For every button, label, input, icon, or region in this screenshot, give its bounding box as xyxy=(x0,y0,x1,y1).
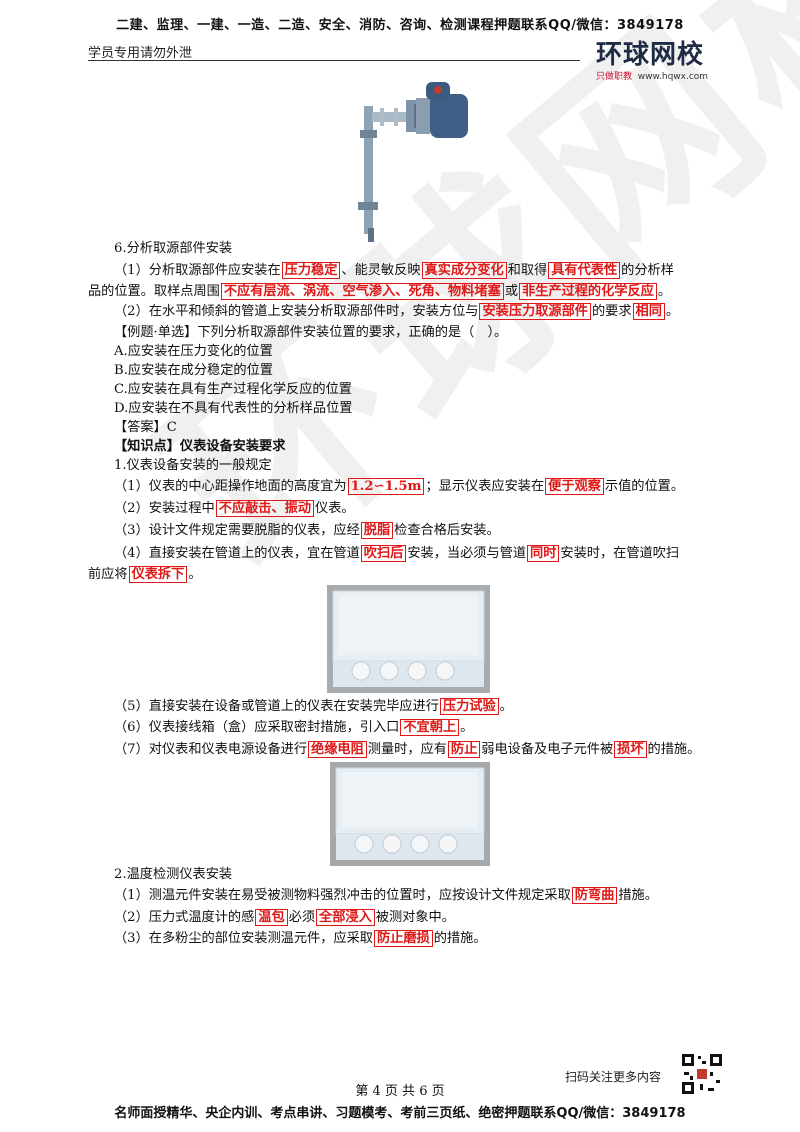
header-divider xyxy=(88,60,580,61)
scan-prompt: 扫码关注更多内容 xyxy=(565,1070,662,1084)
text: 示值的位置。 xyxy=(604,479,685,494)
text: 安装时，在管道吹扫 xyxy=(560,546,680,561)
highlight: 不应敲击、振动 xyxy=(215,500,315,517)
logo-url: www.hqwx.com xyxy=(637,72,709,82)
paragraph-line: （3）设计文件规定需要脱脂的仪表，应经脱脂检查合格后安装。 xyxy=(114,522,500,540)
text: 和取得 xyxy=(507,263,548,278)
option-a: A.应安装在压力变化的位置 xyxy=(114,344,273,359)
text: 措施。 xyxy=(618,888,658,903)
logo-sub-text: 只做职教 www.hqwx.com xyxy=(596,69,746,82)
text: 安装，当必须与管道 xyxy=(407,546,527,561)
text: 。 xyxy=(188,567,202,582)
section-title: 1.仪表设备安装的一般规定 xyxy=(114,458,272,473)
example-question: 【例题·单选】下列分析取源部件安装位置的要求，正确的是（ ）。 xyxy=(114,325,508,340)
highlight: 温包 xyxy=(255,909,288,926)
knowledge-point-title: 【知识点】仪表设备安装要求 xyxy=(114,439,286,454)
sampling-device-image xyxy=(358,82,468,242)
paragraph-line: （1）分析取源部件应安装在压力稳定、能灵敏反映真实成分变化和取得具有代表性的分析… xyxy=(114,262,674,280)
text: （6）仪表接线箱（盒）应采取密封措施，引入口 xyxy=(114,720,400,735)
text: 被测对象中。 xyxy=(375,910,455,925)
junction-box-image xyxy=(330,762,490,866)
text: （7）对仪表和仪表电源设备进行 xyxy=(114,742,308,757)
text: （1）分析取源部件应安装在 xyxy=(114,263,281,278)
highlight: 仪表拆下 xyxy=(128,566,188,583)
text: 测量时，应有 xyxy=(367,742,447,757)
header-note: 学员专用请勿外泄 xyxy=(88,46,193,61)
text: 。 xyxy=(460,720,474,735)
text: 。 xyxy=(657,284,672,299)
top-banner: 二建、监理、一建、一造、二造、安全、消防、咨询、检测课程押题联系QQ/微信：38… xyxy=(116,18,684,33)
text: 品的位置。取样点周围 xyxy=(88,284,220,299)
logo-slogan: 只做职教 xyxy=(596,72,633,82)
text: 。 xyxy=(499,699,513,714)
bottom-banner: 名师面授精华、央企内训、考点串讲、习题模考、考前三页纸、绝密押题联系QQ/微信：… xyxy=(114,1106,686,1121)
highlight: 不宜朝上 xyxy=(400,719,460,736)
paragraph-line: 前应将仪表拆下。 xyxy=(88,566,202,584)
highlight: 便于观察 xyxy=(545,478,604,495)
text: 的措施。 xyxy=(647,742,701,757)
text: （1）测温元件安装在易受被测物料强烈冲击的位置时，应按设计文件规定采取 xyxy=(114,888,571,903)
text: 检查合格后安装。 xyxy=(394,523,500,538)
highlight: 全部浸入 xyxy=(316,909,375,926)
highlight: 脱脂 xyxy=(360,522,394,539)
highlight: 防止磨损 xyxy=(373,930,433,947)
paragraph-line: （7）对仪表和仪表电源设备进行绝缘电阻测量时，应有防止弱电设备及电子元件被损坏的… xyxy=(114,741,700,759)
section-title: 6.分析取源部件安装 xyxy=(114,241,233,256)
paragraph-line: （2）安装过程中不应敲击、振动仪表。 xyxy=(114,500,355,518)
highlight: 相同 xyxy=(632,303,665,320)
highlight: 压力试验 xyxy=(439,698,499,715)
highlight: 非生产过程的化学反应 xyxy=(519,283,657,300)
highlight: 具有代表性 xyxy=(548,262,621,279)
option-c: C.应安装在具有生产过程化学反应的位置 xyxy=(114,382,352,397)
text: 的分析样 xyxy=(621,263,674,278)
text: （5）直接安装在设备或管道上的仪表在安装完毕应进行 xyxy=(114,699,439,714)
highlight: 吹扫后 xyxy=(360,545,407,562)
text: 仪表。 xyxy=(315,501,355,516)
highlight: 压力稳定 xyxy=(281,262,341,279)
option-d: D.应安装在不具有代表性的分析样品位置 xyxy=(114,401,353,416)
text: 弱电设备及电子元件被 xyxy=(481,742,614,757)
paragraph-line: （1）测温元件安装在易受被测物料强烈冲击的位置时，应按设计文件规定采取防弯曲措施… xyxy=(114,887,658,905)
highlight: 同时 xyxy=(527,545,560,562)
highlight: 损坏 xyxy=(614,741,647,758)
text: （4）直接安装在管道上的仪表，宜在管道 xyxy=(114,546,360,561)
highlight: 防止 xyxy=(447,741,481,758)
answer: 【答案】C xyxy=(114,420,177,435)
paragraph-line: （6）仪表接线箱（盒）应采取密封措施，引入口不宜朝上。 xyxy=(114,719,473,737)
text: 、能灵敏反映 xyxy=(341,263,421,278)
highlight: 安装压力取源部件 xyxy=(479,303,591,320)
paragraph-line: 品的位置。取样点周围不应有层流、涡流、空气渗入、死角、物料堵塞或非生产过程的化学… xyxy=(88,283,671,301)
highlight: 防弯曲 xyxy=(571,887,618,904)
page-number: 第 4 页 共 6 页 xyxy=(355,1084,445,1099)
paragraph-line: （4）直接安装在管道上的仪表，宜在管道吹扫后安装，当必须与管道同时安装时，在管道… xyxy=(114,545,679,563)
junction-box-image xyxy=(327,585,490,693)
paragraph-line: （2）压力式温度计的感温包必须全部浸入被测对象中。 xyxy=(114,909,455,927)
paragraph-line: （2）在水平和倾斜的管道上安装分析取源部件时，安装方位与安装压力取源部件的要求相… xyxy=(114,303,679,321)
text: （1）仪表的中心距操作地面的高度宜为 xyxy=(114,479,347,494)
section-title: 2.温度检测仪表安装 xyxy=(114,867,233,882)
text: ；显示仪表应安装在 xyxy=(425,479,545,494)
paragraph-line: （5）直接安装在设备或管道上的仪表在安装完毕应进行压力试验。 xyxy=(114,698,513,716)
text: （3）在多粉尘的部位安装测温元件，应采取 xyxy=(114,931,373,946)
logo-main-text: 环球网校 xyxy=(596,40,705,70)
text: （3）设计文件规定需要脱脂的仪表，应经 xyxy=(114,523,360,538)
text: （2）在水平和倾斜的管道上安装分析取源部件时，安装方位与 xyxy=(114,304,479,319)
text: 的措施。 xyxy=(433,931,487,946)
text: 前应将 xyxy=(88,567,128,582)
highlight: 绝缘电阻 xyxy=(308,741,367,758)
highlight: 1.2∽1.5m xyxy=(347,478,425,495)
text: 或 xyxy=(504,284,518,299)
qr-code-icon xyxy=(680,1052,724,1096)
text: （2）压力式温度计的感 xyxy=(114,910,255,925)
text: 必须 xyxy=(288,910,316,925)
text: （2）安装过程中 xyxy=(114,501,215,516)
highlight: 真实成分变化 xyxy=(421,262,507,279)
paragraph-line: （3）在多粉尘的部位安装测温元件，应采取防止磨损的措施。 xyxy=(114,930,486,948)
text: 的要求 xyxy=(591,304,632,319)
highlight: 不应有层流、涡流、空气渗入、死角、物料堵塞 xyxy=(220,283,504,300)
logo: 环球网校 只做职教 www.hqwx.com xyxy=(596,34,746,82)
text: 。 xyxy=(665,304,680,319)
option-b: B.应安装在成分稳定的位置 xyxy=(114,363,273,378)
